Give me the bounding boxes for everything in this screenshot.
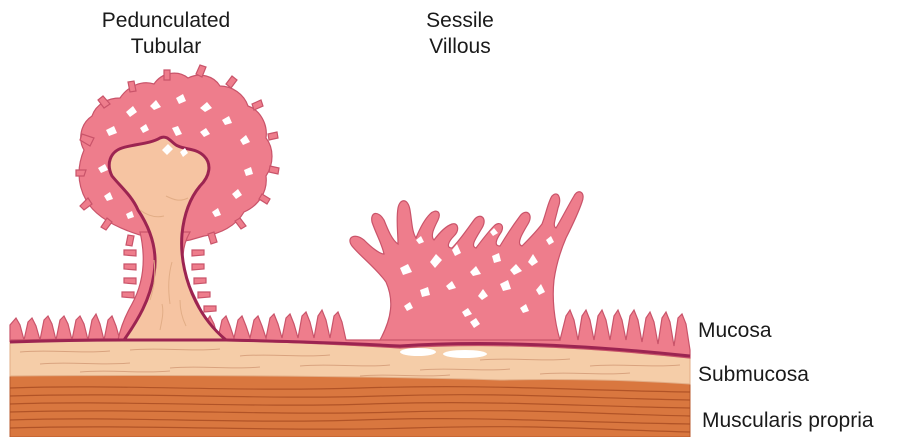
muscularis-propria-layer <box>10 374 690 438</box>
sessile-label: Sessile <box>410 8 510 34</box>
mucosa-label: Mucosa <box>698 318 772 344</box>
sessile-villous-polyp <box>350 192 583 340</box>
tubular-label: Tubular <box>84 34 248 60</box>
muscularis-propria-label: Muscularis propria <box>702 408 874 434</box>
submucosa-label: Submucosa <box>698 362 809 388</box>
pedunculated-label: Pedunculated <box>84 8 248 34</box>
villous-label: Villous <box>410 34 510 60</box>
pedunculated-tubular-polyp <box>76 65 279 340</box>
